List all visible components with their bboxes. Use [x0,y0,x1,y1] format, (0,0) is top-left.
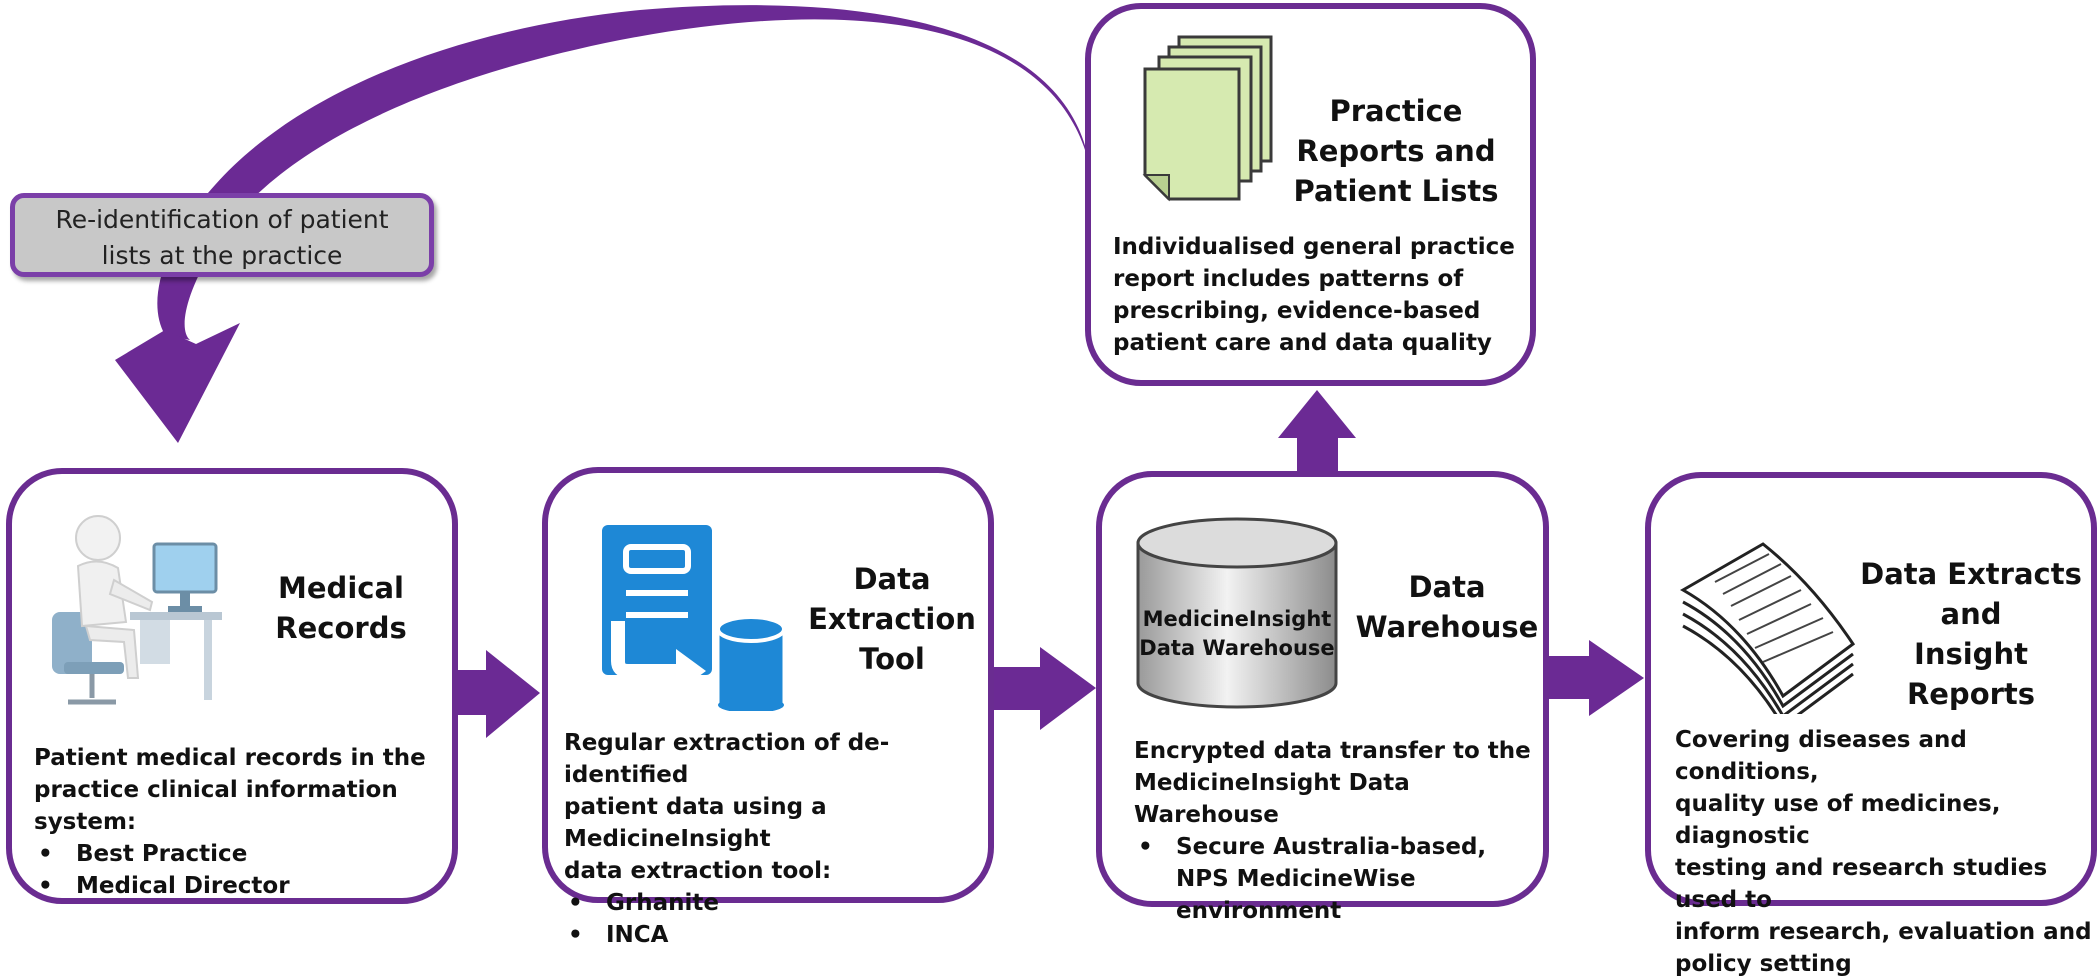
medical-records-title: Medical Records [246,568,436,648]
data-extraction-bullets: Grhanite INCA [564,887,994,951]
arrow-extraction-to-warehouse [992,647,1096,730]
data-warehouse-desc-line1: Encrypted data transfer to the [1134,738,1531,764]
data-extracts-title-line3: Insight Reports [1906,637,2036,711]
data-warehouse-description: Encrypted data transfer to the MedicineI… [1134,735,1544,927]
paper-stack-icon [1679,542,1856,714]
data-extracts-title-line2: and [1940,597,2002,631]
practice-reports-title-line2: Reports and [1296,134,1496,168]
data-extracts-box: Data Extracts and Insight Reports Coveri… [1645,472,2097,977]
medical-records-title-line2: Records [275,611,407,645]
data-extraction-title-line2: Extraction [808,602,976,636]
data-extraction-title-line1: Data [853,562,931,596]
medical-records-desc-line2: practice clinical information system: [34,777,398,835]
data-warehouse-bullet-line1: Secure Australia-based, [1176,834,1487,860]
server-database-transfer-icon [602,525,786,711]
data-extraction-desc-line3: data extraction tool: [564,858,832,884]
data-warehouse-bullet-line2: NPS MedicineWise [1176,866,1416,892]
practice-reports-description: Individualised general practice report i… [1113,231,1523,359]
stacked-documents-icon [1142,35,1273,202]
data-extracts-title-line1: Data Extracts [1860,557,2082,591]
data-extraction-tool-box: Data Extraction Tool Regular extraction … [542,467,994,951]
data-extraction-title: Data Extraction Tool [802,559,982,679]
practice-reports-title: Practice Reports and Patient Lists [1281,91,1511,211]
medical-records-bullet: Medical Director [34,870,454,902]
data-warehouse-bullets: Secure Australia-based, NPS MedicineWise… [1134,831,1544,927]
data-warehouse-title: Data Warehouse [1352,567,1542,647]
data-extracts-desc-line5: policy setting [1675,951,1852,977]
medical-records-bullet: Best Practice [34,838,454,870]
medical-records-description: Patient medical records in the practice … [34,742,454,902]
practice-reports-desc-line3: prescribing, evidence-based [1113,298,1481,324]
data-extraction-desc-line2: patient data using a MedicineInsight [564,794,827,852]
flow-arrows [115,5,1644,738]
cylinder-label-line1: MedicineInsight [1142,607,1332,631]
medical-records-box: Medical Records Patient medical records … [6,468,458,904]
data-warehouse-box: MedicineInsight Data Warehouse Data Ware… [1096,471,1549,924]
cylinder-label-line2: Data Warehouse [1139,636,1335,660]
data-extraction-description: Regular extraction of de-identified pati… [564,727,994,951]
arrow-warehouse-to-reports [1278,390,1356,472]
data-extracts-desc-line4: inform research, evaluation and [1675,919,2092,945]
return-curve-arrow [157,5,1090,341]
callout-text-line2: lists at the practice [101,241,343,270]
data-extraction-bullet: INCA [564,919,994,951]
cylinder-label: MedicineInsight Data Warehouse [1132,605,1342,663]
callout-text-line1: Re-identification of patient [55,205,389,234]
data-extraction-desc-line1: Regular extraction of de-identified [564,730,890,788]
practice-reports-box: Practice Reports and Patient Lists Indiv… [1085,3,1536,386]
medical-records-desc-line1: Patient medical records in the [34,745,426,771]
data-warehouse-desc-line2: MedicineInsight Data Warehouse [1134,770,1410,828]
arrow-records-to-extraction [453,650,540,738]
medical-records-title-line1: Medical [278,571,404,605]
practice-reports-desc-line2: report includes patterns of [1113,266,1464,292]
data-extracts-desc-line2: quality use of medicines, diagnostic [1675,791,2001,849]
reidentification-callout: Re-identification of patient lists at th… [10,193,434,277]
data-warehouse-bullet-line3: environment [1176,898,1342,924]
data-warehouse-bullet: Secure Australia-based, NPS MedicineWise… [1134,831,1544,927]
database-cylinder-icon [1136,517,1338,709]
data-extraction-title-line3: Tool [859,642,925,676]
data-extracts-title: Data Extracts and Insight Reports [1851,554,2091,714]
data-warehouse-title-line2: Warehouse [1355,610,1539,644]
data-extraction-bullet: Grhanite [564,887,994,919]
practice-reports-desc-line1: Individualised general practice [1113,234,1515,260]
return-arrow-head [115,323,240,443]
medical-records-bullets: Best Practice Medical Director [34,838,454,902]
practice-reports-desc-line4: patient care and data quality [1113,330,1492,356]
data-warehouse-title-line1: Data [1408,570,1486,604]
data-extracts-desc-line3: testing and research studies used to [1675,855,2048,913]
person-at-computer-icon [52,515,222,705]
data-extracts-description: Covering diseases and conditions, qualit… [1675,724,2099,980]
practice-reports-title-line3: Patient Lists [1293,174,1499,208]
arrow-warehouse-to-extracts [1549,640,1644,716]
practice-reports-title-line1: Practice [1329,94,1463,128]
data-extracts-desc-line1: Covering diseases and conditions, [1675,727,1967,785]
